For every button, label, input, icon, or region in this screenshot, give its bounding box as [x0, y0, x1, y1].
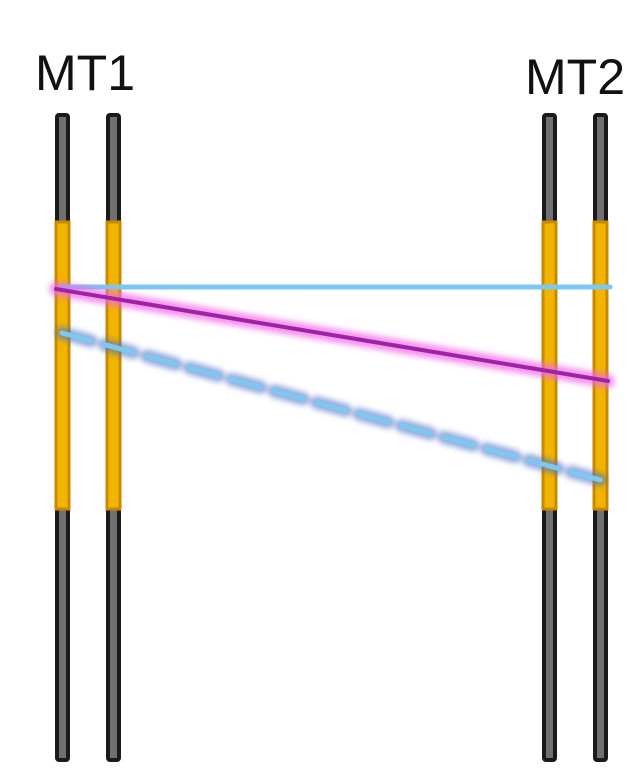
mt1-filament-a-overlap — [54, 220, 71, 511]
mt1-filament-a — [54, 113, 71, 762]
link-dashed-blue — [55, 326, 615, 489]
link-magenta — [49, 282, 615, 388]
mt1-filament-b — [105, 113, 122, 762]
mt2-filament-a — [541, 113, 558, 762]
mt2-filament-b — [592, 113, 609, 762]
mt1-label: MT1 — [35, 45, 135, 101]
mt1-filament-b-overlap — [105, 220, 122, 511]
mt2-filament-b-overlap — [592, 220, 609, 511]
mt2-label: MT2 — [525, 49, 625, 105]
